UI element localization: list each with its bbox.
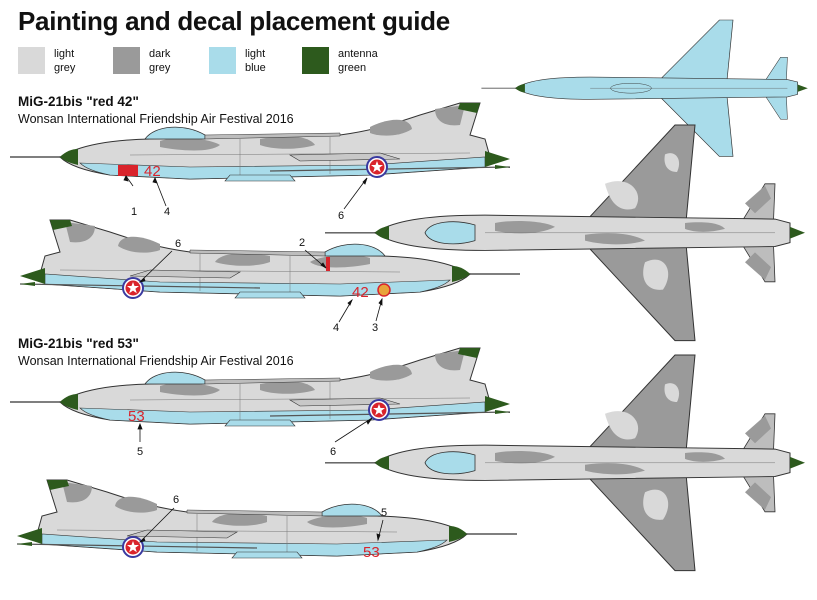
callout-lines <box>123 175 384 543</box>
variant-event-red42: Wonsan International Friendship Air Fest… <box>18 112 294 126</box>
legend-light-grey: light grey <box>18 47 100 75</box>
legend-label: green <box>338 62 367 74</box>
callout-label: 2 <box>299 237 305 249</box>
legend-label: light <box>54 48 75 60</box>
callout-label: 4 <box>164 206 170 218</box>
callout-label: 6 <box>173 494 179 506</box>
underside-view <box>481 19 808 157</box>
red42-unit-badge <box>377 283 391 297</box>
variant-title-red42: MiG-21bis "red 42" <box>18 94 139 109</box>
legend-swatch <box>18 47 45 74</box>
red42-roundel-right <box>122 277 144 299</box>
red42-side-left <box>9 102 511 182</box>
red42-side-number-left: 42 <box>144 163 161 180</box>
callout-label: 6 <box>330 446 336 458</box>
red42-roundel-left <box>366 156 388 178</box>
red53-side-right <box>16 479 518 559</box>
legend-label: grey <box>54 62 76 74</box>
variant-title-red53: MiG-21bis "red 53" <box>18 336 139 351</box>
legend-label: antenna <box>338 48 378 60</box>
legend-antenna-green: antenna green <box>302 47 398 75</box>
callout-label: 6 <box>175 238 181 250</box>
legend-label: dark <box>149 48 171 60</box>
callout-label: 3 <box>372 322 378 334</box>
legend-label: light <box>245 48 266 60</box>
red42-red-stripe <box>326 257 330 271</box>
legend-swatch <box>113 47 140 74</box>
variant-event-red53: Wonsan International Friendship Air Fest… <box>18 354 294 368</box>
callout-label: 5 <box>137 446 143 458</box>
callout-label: 4 <box>333 322 339 334</box>
legend-swatch <box>302 47 329 74</box>
red42-side-number-right: 42 <box>352 284 369 301</box>
callout-label: 6 <box>338 210 344 222</box>
page-title: Painting and decal placement guide <box>18 6 450 36</box>
red53-side-number-left: 53 <box>128 408 145 425</box>
red53-roundel-left <box>368 399 390 421</box>
legend-dark-grey: dark grey <box>113 47 195 75</box>
legend-light-blue: light blue <box>209 47 291 75</box>
callout-label: 5 <box>381 507 387 519</box>
red42-flag-decal <box>118 165 138 176</box>
red53-side-left <box>9 347 511 427</box>
callout-label: 1 <box>131 206 137 218</box>
legend-swatch <box>209 47 236 74</box>
legend-label: blue <box>245 62 266 74</box>
legend-label: grey <box>149 62 171 74</box>
red53-side-number-right: 53 <box>363 544 380 561</box>
red53-roundel-right <box>122 536 144 558</box>
